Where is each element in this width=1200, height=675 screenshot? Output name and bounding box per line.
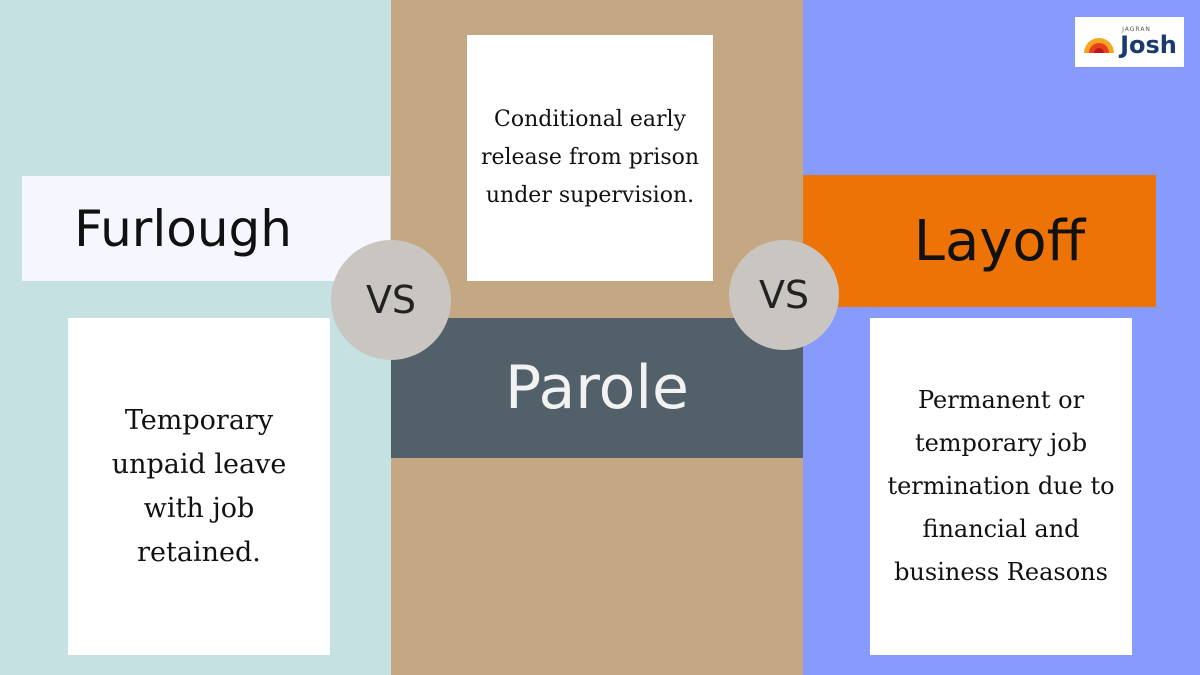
logo-main-text: Josh — [1120, 31, 1177, 59]
furlough-description-card: Temporary unpaid leave with job retained… — [68, 318, 330, 655]
logo-text: JAGRAN Josh — [1120, 26, 1177, 59]
vs-badge-left: VS — [331, 240, 451, 360]
logo-small-text: JAGRAN — [1122, 26, 1151, 33]
layoff-description: Permanent or temporary job termination d… — [887, 386, 1115, 586]
layoff-title-box: Layoff — [803, 175, 1156, 307]
furlough-description: Temporary unpaid leave with job retained… — [111, 404, 287, 568]
parole-title-box: Parole — [391, 318, 803, 458]
vs-right-label: VS — [758, 273, 810, 317]
layoff-description-card: Permanent or temporary job termination d… — [870, 318, 1132, 655]
parole-description: Conditional early release from prison un… — [480, 107, 700, 208]
vs-badge-right: VS — [729, 240, 839, 350]
furlough-title-box: Furlough — [22, 176, 390, 281]
jagran-josh-logo: JAGRAN Josh — [1075, 17, 1184, 67]
parole-title: Parole — [505, 353, 689, 423]
layoff-title: Layoff — [913, 208, 1086, 274]
furlough-title: Furlough — [74, 199, 292, 258]
vs-left-label: VS — [365, 278, 417, 322]
parole-description-card: Conditional early release from prison un… — [467, 35, 713, 281]
sun-logo-icon — [1082, 29, 1117, 55]
